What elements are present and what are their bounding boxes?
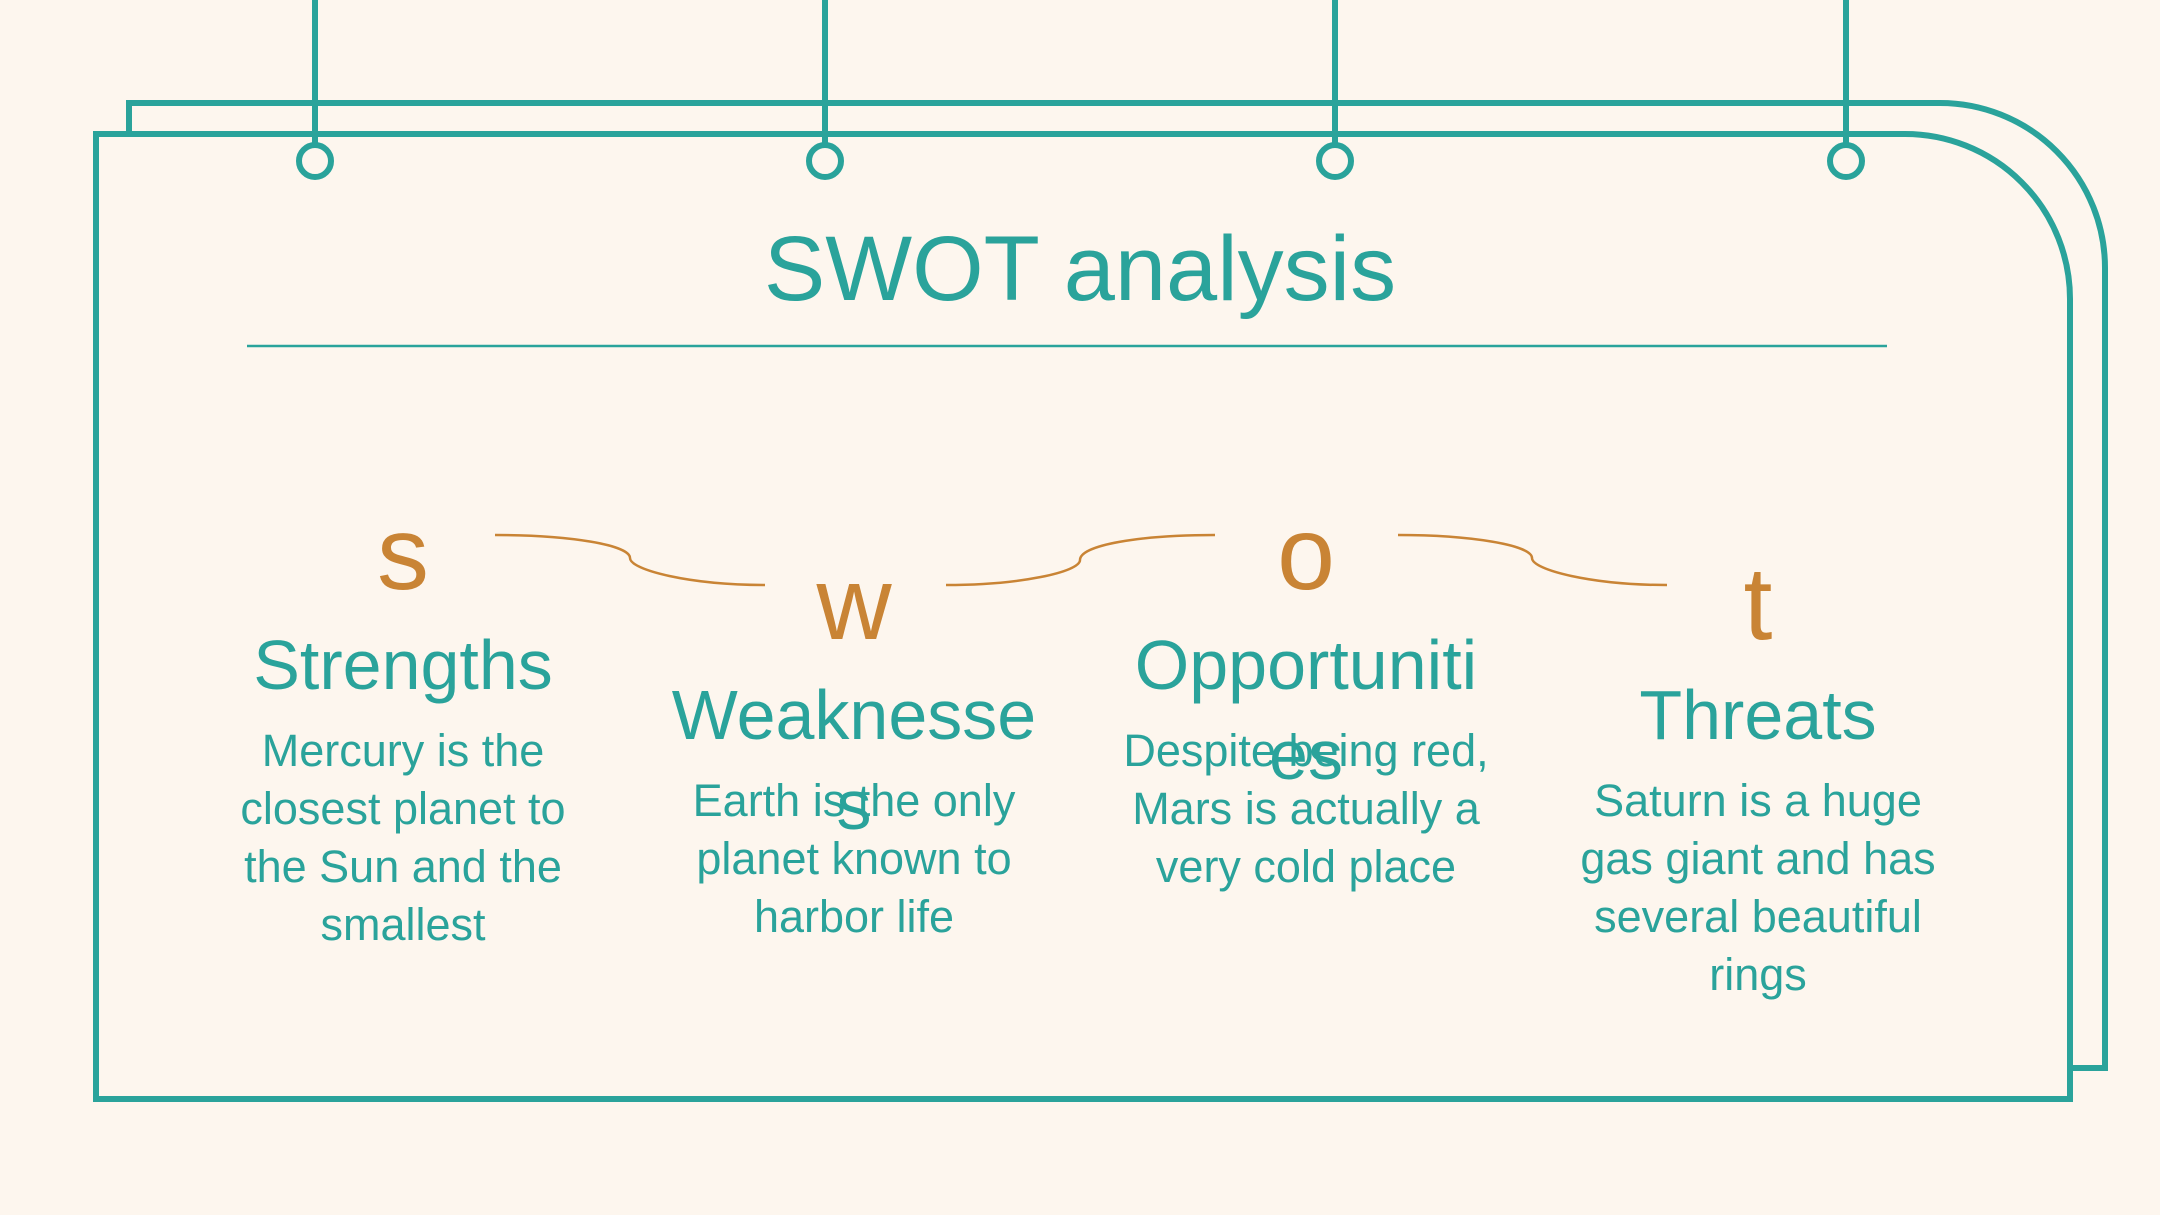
hanger-ring-3 xyxy=(1316,0,1354,180)
connector-o-t xyxy=(1397,533,1668,587)
page-title: SWOT analysis xyxy=(763,218,1397,320)
swot-description-weaknesses: Earth is the only planet known to harbor… xyxy=(692,775,1016,942)
swot-heading-strengths: Strengths xyxy=(253,626,553,704)
connector-w-o xyxy=(945,533,1216,587)
hanger-ring-4 xyxy=(1827,0,1865,180)
swot-letter-w: w xyxy=(816,546,892,662)
swot-heading-weaknesses: Weaknesses xyxy=(671,676,1037,844)
connector-s-w xyxy=(494,533,766,587)
swot-description-opportunities: Despite being red, Mars is actually a ve… xyxy=(1123,725,1489,892)
hanger-ring-2 xyxy=(806,0,844,180)
swot-heading-opportunities: Opportunities xyxy=(1134,626,1478,794)
swot-letter-t: t xyxy=(1743,546,1773,662)
swot-heading-threats: Threats xyxy=(1639,676,1877,754)
swot-letter-o: o xyxy=(1277,496,1335,612)
back-page-outline xyxy=(126,100,2108,1071)
front-page-outline xyxy=(93,131,2073,1102)
swot-letter-s: s xyxy=(377,496,429,612)
hanger-ring-1 xyxy=(296,0,334,180)
swot-description-strengths: Mercury is the closest planet to the Sun… xyxy=(240,725,566,950)
swot-description-threats: Saturn is a huge gas giant and has sever… xyxy=(1580,775,1936,1000)
